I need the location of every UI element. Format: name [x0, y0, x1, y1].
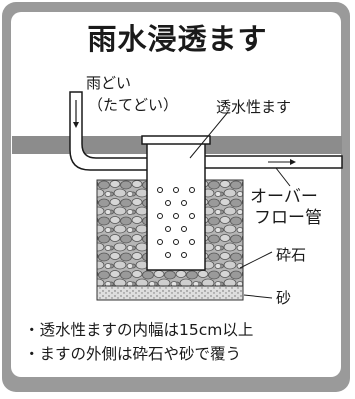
label-overflow-line1: オーバー [250, 187, 318, 207]
basin-perforations [157, 187, 195, 258]
leader-basin [189, 111, 229, 159]
basin-lid [141, 135, 211, 145]
notes: ・透水性ますの内幅は15cm以上 ・ますの外側は砕石や砂で覆う [24, 318, 344, 366]
label-downspout-reading: （たてどい） [88, 96, 179, 114]
label-downspout: 雨どい [86, 74, 132, 92]
permeable-basin [146, 139, 206, 271]
page-title: 雨水浸透ます [87, 22, 268, 56]
leader-gravel [239, 251, 273, 269]
note-outer-cover: ・ますの外側は砕石や砂で覆う [24, 345, 242, 363]
note-inner-width: ・透水性ますの内幅は15cm以上 [24, 321, 254, 339]
leader-overflow [275, 167, 291, 187]
label-gravel: 砕石 [276, 246, 307, 264]
leader-sand [243, 294, 273, 299]
label-overflow-line2: フロー管 [254, 208, 322, 228]
sand-layer [96, 285, 244, 301]
label-basin: 透水性ます [216, 98, 292, 116]
label-sand: 砂 [276, 289, 292, 307]
